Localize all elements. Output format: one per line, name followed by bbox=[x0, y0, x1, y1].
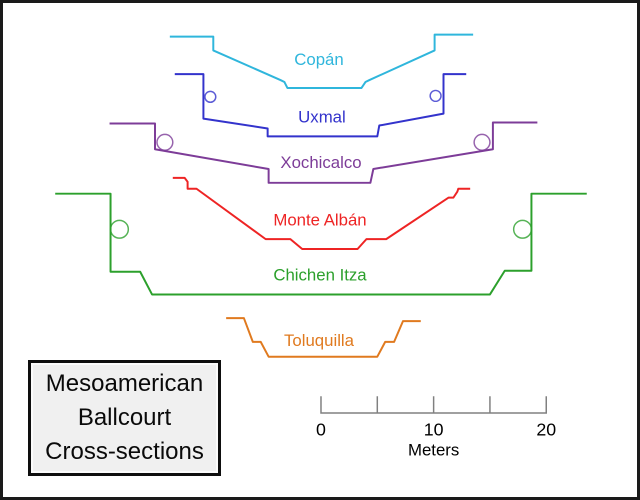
scale-bar-line bbox=[320, 396, 547, 414]
xochicalco-ring-left bbox=[156, 133, 174, 151]
copan-label: Copán bbox=[294, 50, 343, 69]
chichen-itza-ring-left bbox=[109, 219, 130, 239]
profile-toluquilla: Toluquilla bbox=[226, 317, 421, 358]
uxmal-outline bbox=[174, 73, 467, 138]
profile-xochicalco: Xochicalco bbox=[109, 121, 538, 184]
scale-tick-0: 0 bbox=[316, 420, 326, 440]
profile-monte-alban: Monte Albán bbox=[172, 176, 471, 250]
title-line-2: Ballcourt bbox=[77, 404, 172, 431]
xochicalco-outline bbox=[109, 121, 538, 184]
profile-chichen-itza: Chichen Itza bbox=[55, 192, 587, 296]
toluquilla-outline bbox=[226, 317, 421, 358]
uxmal-label: Uxmal bbox=[298, 108, 346, 127]
chichen-itza-ring-right bbox=[512, 219, 533, 239]
scale-bar: 0 10 20 Meters bbox=[316, 396, 556, 460]
cross-sections-canvas: Copán Uxmal Xochicalco Monte Albán Chich… bbox=[55, 33, 587, 460]
copan-outline bbox=[169, 33, 474, 89]
xochicalco-label: Xochicalco bbox=[280, 153, 361, 172]
uxmal-ring-right bbox=[429, 89, 442, 103]
monte-alban-label: Monte Albán bbox=[273, 210, 366, 229]
xochicalco-ring-right bbox=[473, 133, 491, 151]
scale-unit-label: Meters bbox=[408, 441, 459, 460]
profile-copan: Copán bbox=[169, 33, 474, 89]
title-line-3: Cross-sections bbox=[45, 438, 204, 465]
scale-tick-20: 20 bbox=[536, 420, 556, 440]
monte-alban-outline bbox=[172, 176, 471, 250]
title-box: Mesoamerican Ballcourt Cross-sections bbox=[28, 360, 221, 476]
scale-tick-10: 10 bbox=[424, 420, 444, 440]
title-line-1: Mesoamerican bbox=[45, 370, 204, 397]
profile-uxmal: Uxmal bbox=[174, 73, 467, 138]
chichen-itza-label: Chichen Itza bbox=[273, 266, 367, 285]
toluquilla-label: Toluquilla bbox=[284, 331, 355, 350]
uxmal-ring-left bbox=[204, 90, 217, 104]
